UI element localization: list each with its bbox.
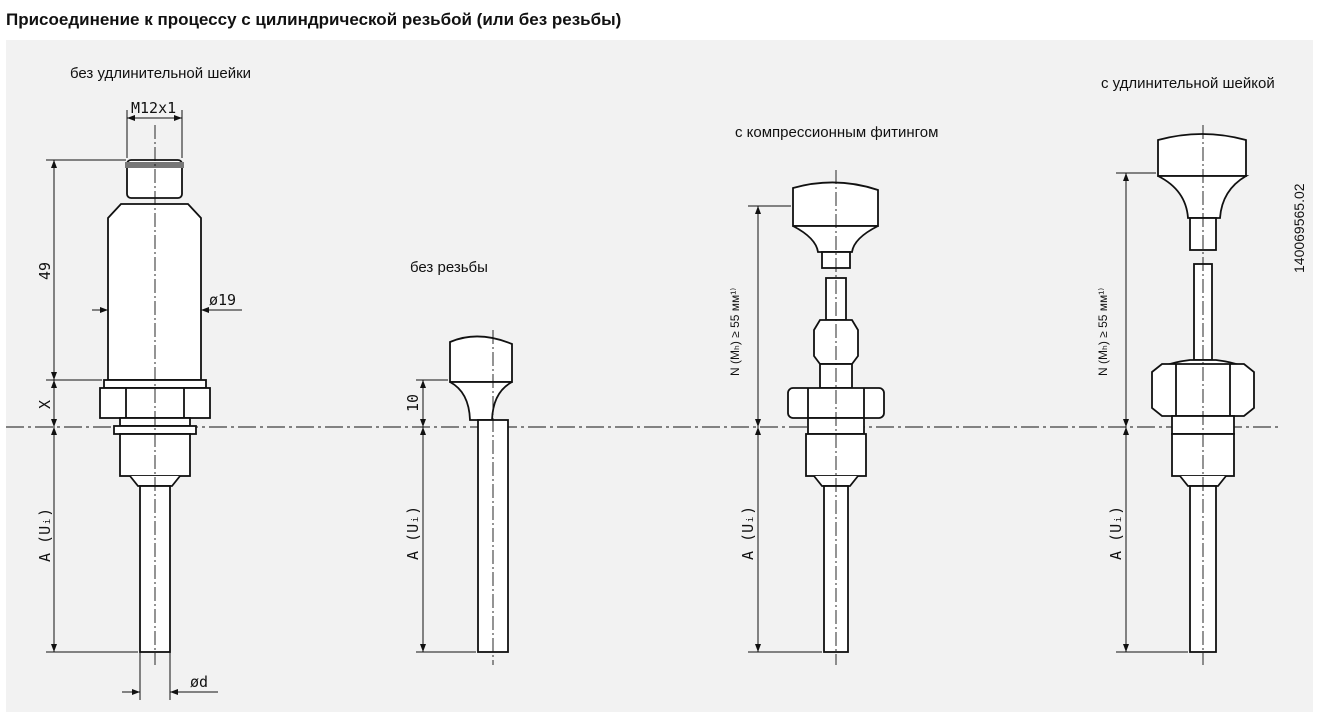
label-no-extension: без удлинительной шейки xyxy=(70,65,251,82)
dim-a-v3: A (Uᵢ) xyxy=(739,506,757,560)
page-title: Присоединение к процессу с цилиндрическо… xyxy=(6,10,622,29)
dim-diameter: ø19 xyxy=(209,291,236,309)
label-no-thread: без резьбы xyxy=(410,259,488,276)
drawing-background xyxy=(6,40,1313,712)
dim-a-v2: A (Uᵢ) xyxy=(404,506,422,560)
label-compression: с компрессионным фитингом xyxy=(735,124,938,141)
dimension-lines-v4 xyxy=(1116,172,1188,653)
sensor-with-extension xyxy=(1151,133,1255,653)
technical-drawing: без удлинительной шейки без резьбы с ком… xyxy=(6,40,1313,712)
dim-a-v4: A (Uᵢ) xyxy=(1107,506,1125,560)
dim-n-v4: N (Mₕ) ≥ 55 мм¹⁾ xyxy=(1096,288,1110,376)
dim-height: 49 xyxy=(36,262,54,280)
dim-x: X xyxy=(36,400,54,409)
dim-thread: M12x1 xyxy=(131,99,176,117)
dim-ten: 10 xyxy=(404,394,422,412)
dim-a-v1: A (Uᵢ) xyxy=(36,508,54,562)
label-with-extension: с удлинительной шейкой xyxy=(1101,75,1275,92)
document-id: 140069565.02 xyxy=(1291,183,1307,273)
dim-n-v3: N (Mₕ) ≥ 55 мм¹⁾ xyxy=(728,288,742,376)
dim-d: ød xyxy=(190,673,208,691)
